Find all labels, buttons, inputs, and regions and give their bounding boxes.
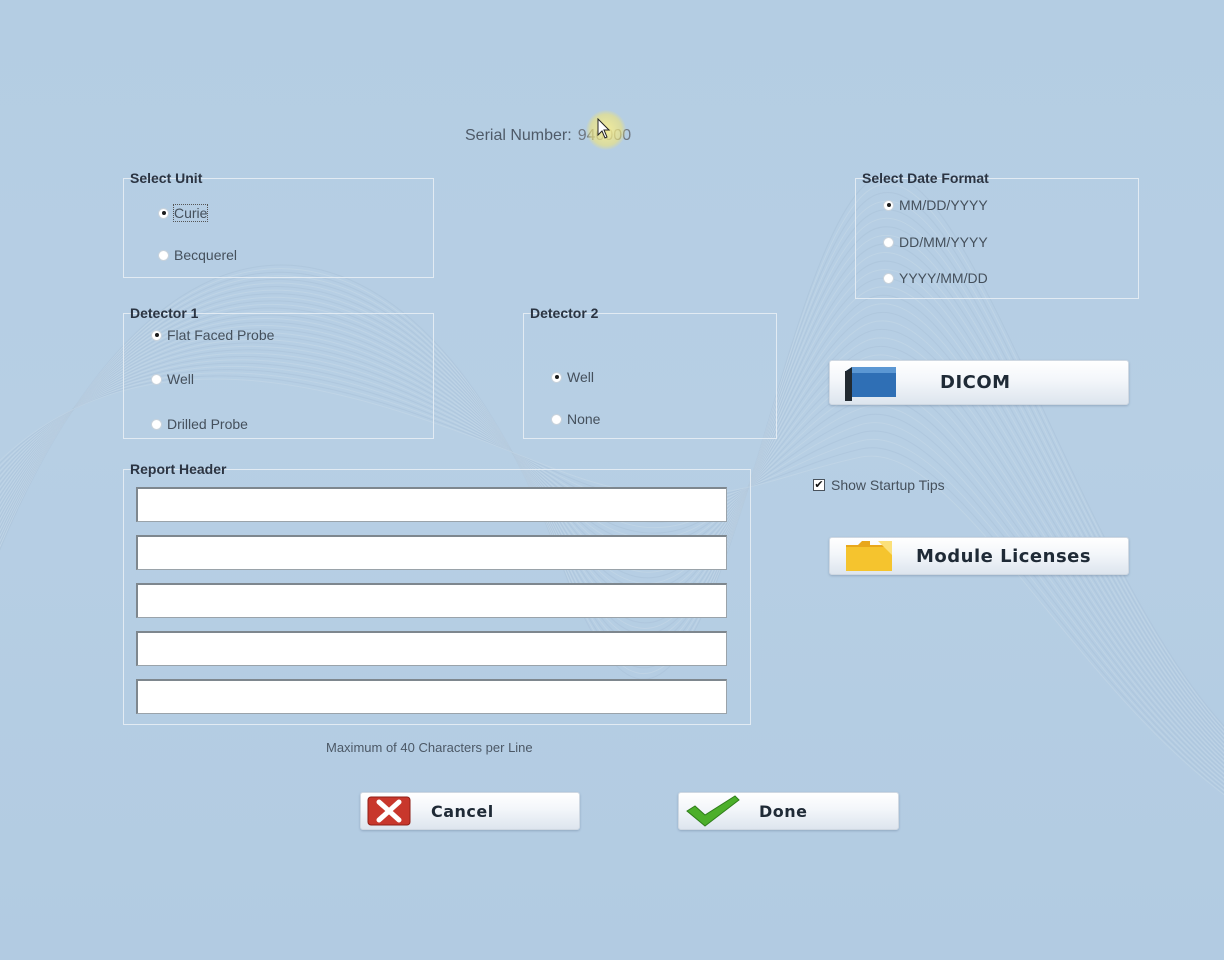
detector2-group bbox=[523, 313, 777, 439]
detector1-option-flat-faced-probe[interactable]: Flat Faced Probe bbox=[151, 327, 274, 343]
detector1-flat-radio[interactable] bbox=[151, 329, 162, 341]
serial-number-label: Serial Number: bbox=[465, 127, 572, 144]
date-ddmmyyyy-radio[interactable] bbox=[883, 236, 894, 248]
startup-tips-checkbox[interactable]: ✔ bbox=[813, 479, 825, 491]
date-yyyymmdd-label: YYYY/MM/DD bbox=[899, 270, 988, 286]
module-licenses-button[interactable]: Module Licenses bbox=[829, 537, 1129, 575]
detector1-option-drilled-probe[interactable]: Drilled Probe bbox=[151, 416, 248, 432]
select-unit-group bbox=[123, 178, 434, 278]
detector1-drilled-radio[interactable] bbox=[151, 418, 162, 430]
report-header-title: Report Header bbox=[130, 461, 227, 477]
red-x-icon bbox=[367, 796, 411, 826]
detector1-drilled-label: Drilled Probe bbox=[167, 416, 248, 432]
date-format-group bbox=[855, 178, 1139, 299]
unit-option-becquerel[interactable]: Becquerel bbox=[158, 247, 237, 263]
unit-option-curie[interactable]: Curie bbox=[158, 204, 209, 222]
detector2-well-radio[interactable] bbox=[551, 371, 562, 383]
select-unit-title: Select Unit bbox=[130, 170, 203, 186]
startup-tips-label: Show Startup Tips bbox=[831, 477, 945, 493]
unit-becquerel-radio[interactable] bbox=[158, 249, 169, 261]
report-header-line-2[interactable] bbox=[136, 535, 727, 570]
detector2-title: Detector 2 bbox=[530, 305, 599, 321]
mouse-cursor-icon bbox=[597, 118, 611, 139]
date-mmddyyyy-label: MM/DD/YYYY bbox=[899, 197, 988, 213]
detector1-well-radio[interactable] bbox=[151, 373, 162, 385]
detector2-option-none[interactable]: None bbox=[551, 411, 600, 427]
detector2-none-label: None bbox=[567, 411, 601, 427]
server-device-icon bbox=[845, 366, 896, 401]
report-header-hint: Maximum of 40 Characters per Line bbox=[326, 740, 533, 755]
detector1-group bbox=[123, 313, 434, 439]
done-button-label: Done bbox=[759, 801, 808, 821]
detector2-option-well[interactable]: Well bbox=[551, 369, 594, 385]
detector2-none-radio[interactable] bbox=[551, 413, 562, 425]
report-header-line-1[interactable] bbox=[136, 487, 727, 522]
unit-curie-radio[interactable] bbox=[158, 207, 169, 219]
unit-curie-label: Curie bbox=[172, 204, 209, 222]
report-header-line-5[interactable] bbox=[136, 679, 727, 714]
date-option-mmddyyyy[interactable]: MM/DD/YYYY bbox=[883, 197, 988, 213]
report-header-group bbox=[123, 469, 751, 725]
green-checkmark-icon bbox=[686, 795, 740, 827]
show-startup-tips[interactable]: ✔ Show Startup Tips bbox=[813, 477, 945, 493]
module-licenses-label: Module Licenses bbox=[916, 545, 1092, 567]
detector1-title: Detector 1 bbox=[130, 305, 199, 321]
date-format-title: Select Date Format bbox=[862, 170, 989, 186]
done-button[interactable]: Done bbox=[678, 792, 899, 830]
date-yyyymmdd-radio[interactable] bbox=[883, 272, 894, 284]
cancel-button[interactable]: Cancel bbox=[360, 792, 580, 830]
report-header-line-3[interactable] bbox=[136, 583, 727, 618]
folder-icon bbox=[846, 541, 892, 571]
dicom-button[interactable]: DICOM bbox=[829, 360, 1129, 405]
date-mmddyyyy-radio[interactable] bbox=[883, 199, 894, 211]
detector1-option-well[interactable]: Well bbox=[151, 371, 194, 387]
detector1-flat-label: Flat Faced Probe bbox=[167, 327, 275, 343]
date-option-ddmmyyyy[interactable]: DD/MM/YYYY bbox=[883, 234, 988, 250]
date-ddmmyyyy-label: DD/MM/YYYY bbox=[899, 234, 988, 250]
cancel-button-label: Cancel bbox=[431, 801, 494, 821]
date-option-yyyymmdd[interactable]: YYYY/MM/DD bbox=[883, 270, 988, 286]
detector1-well-label: Well bbox=[167, 371, 194, 387]
dicom-button-label: DICOM bbox=[940, 372, 1011, 393]
report-header-line-4[interactable] bbox=[136, 631, 727, 666]
detector2-well-label: Well bbox=[567, 369, 594, 385]
unit-becquerel-label: Becquerel bbox=[174, 247, 238, 263]
